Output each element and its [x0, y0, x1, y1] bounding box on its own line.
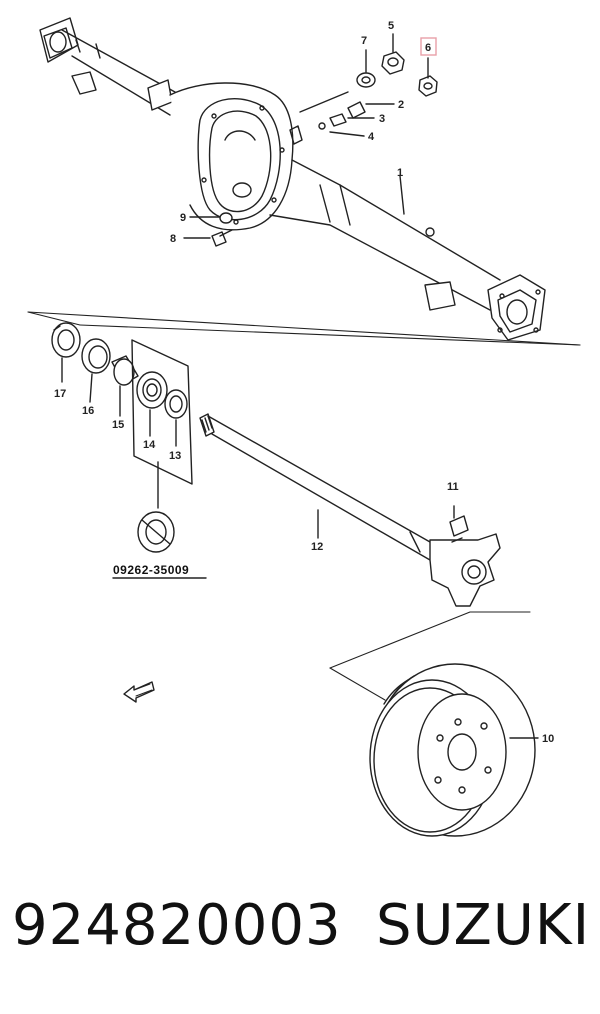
callout-16: 16 [82, 405, 94, 417]
hardware-illustrations [183, 33, 438, 247]
footer: 924820003 SUZUKI [0, 885, 600, 985]
callout-12: 12 [311, 541, 323, 553]
bearing-seal-illustrations [51, 322, 193, 509]
part-number: 924820003 [12, 893, 342, 958]
callout-14: 14 [143, 439, 156, 451]
front-direction-arrow-icon [123, 681, 155, 703]
exploded-parts-diagram: 1 2 3 4 5 6 7 8 9 10 11 12 13 14 15 16 1… [27, 17, 581, 837]
callout-6: 6 [425, 42, 431, 54]
special-tool-illustration [112, 511, 207, 579]
callout-3: 3 [379, 113, 385, 125]
callout-13: 13 [169, 450, 181, 462]
projection-lines [27, 311, 581, 701]
callout-17: 17 [54, 388, 66, 400]
callout-11: 11 [447, 481, 459, 493]
callout-10: 10 [542, 733, 554, 745]
callout-6-highlight [420, 37, 437, 56]
callout-1: 1 [397, 167, 403, 179]
axle-housing-illustration [39, 17, 546, 341]
axle-shaft-illustration [199, 413, 501, 607]
callout-8: 8 [170, 233, 176, 245]
callout-2: 2 [398, 99, 404, 111]
callout-4: 4 [368, 131, 375, 143]
callout-15: 15 [112, 419, 124, 431]
brand-name: SUZUKI [376, 893, 591, 958]
special-tool-part-number: 09262-35009 [113, 563, 189, 577]
brake-drum-illustration [369, 663, 539, 837]
callout-5: 5 [388, 20, 394, 32]
callout-labels: 1 2 3 4 5 6 7 8 9 10 11 12 13 14 15 16 1… [54, 20, 554, 745]
callout-9: 9 [180, 212, 186, 224]
callout-7: 7 [361, 35, 367, 47]
